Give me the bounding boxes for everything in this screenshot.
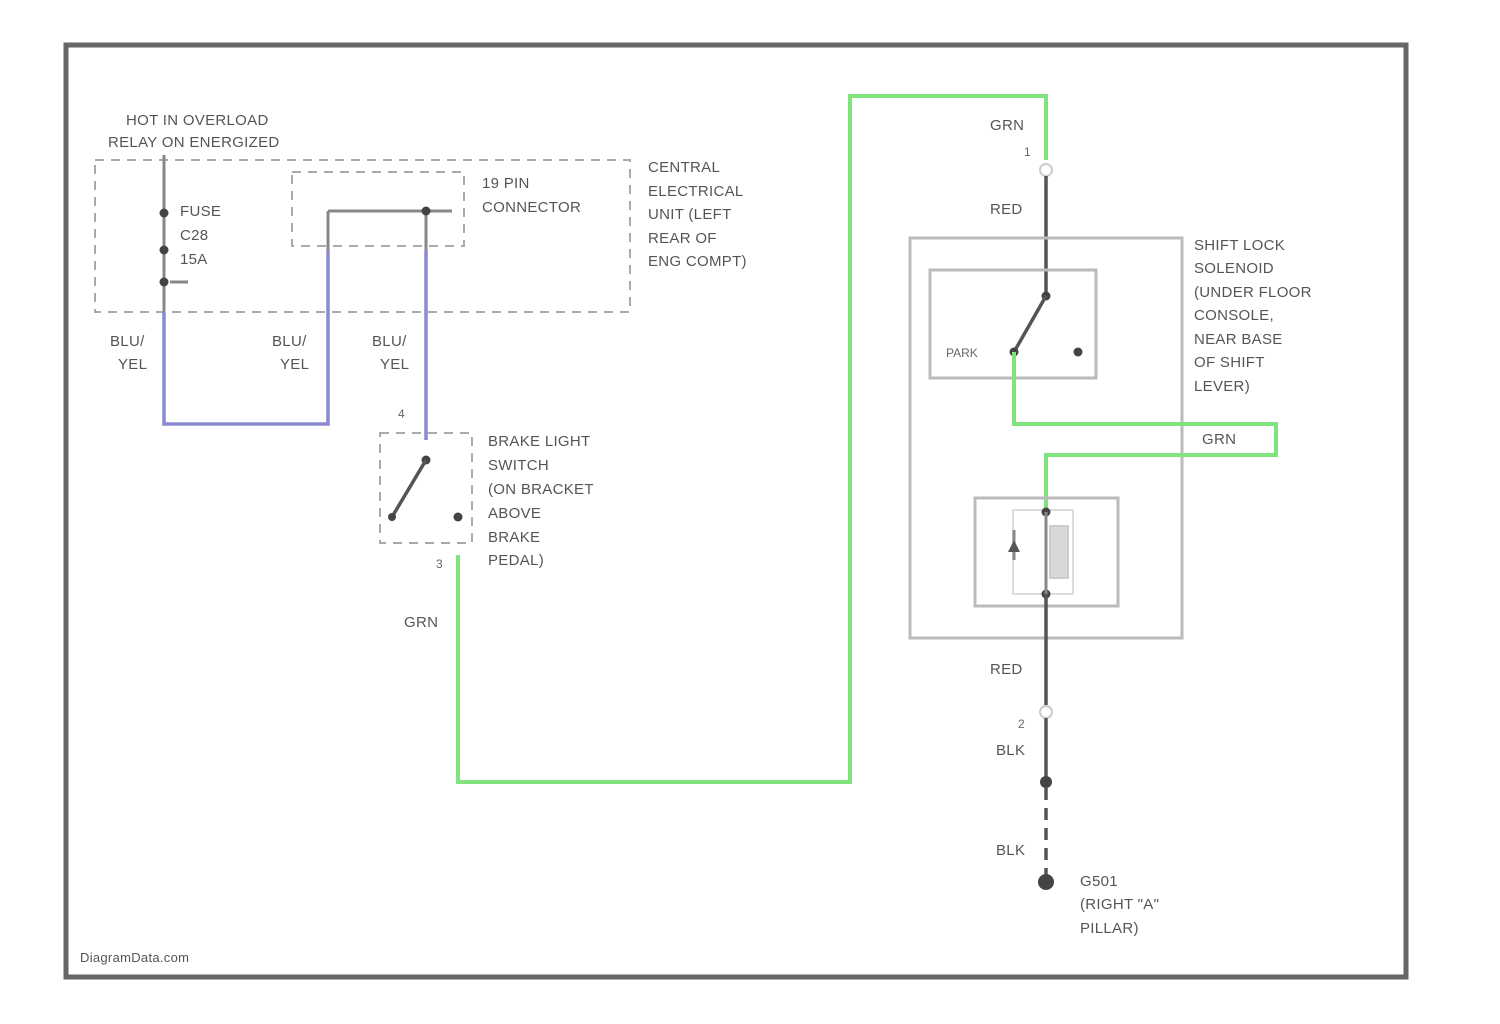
connector-box	[292, 172, 464, 246]
brake-switch-box	[380, 433, 472, 543]
brake-node-bottom	[454, 513, 463, 522]
blk-splice-node	[1040, 776, 1052, 788]
watermark-text: DiagramData.com	[80, 950, 189, 965]
wire-mid-label-1: BLU/	[272, 333, 307, 350]
shift-label-line6: OF SHIFT	[1194, 354, 1265, 371]
red-top-label: RED	[990, 201, 1023, 218]
fuse-node-2	[160, 246, 169, 255]
shift-label-line3: (UNDER FLOOR	[1194, 284, 1312, 301]
brake-pin-bottom: 3	[436, 557, 443, 571]
wire-right-label-2: YEL	[380, 356, 409, 373]
fuse-label-line1: FUSE	[180, 203, 221, 220]
hot-label-line1: HOT IN OVERLOAD	[126, 112, 269, 129]
grn-wire-internal	[1014, 352, 1276, 512]
shift-label-line4: CONSOLE,	[1194, 307, 1274, 324]
shift-label-line2: SOLENOID	[1194, 260, 1274, 277]
wire-left-label-2: YEL	[118, 356, 147, 373]
red-bottom-label: RED	[990, 661, 1023, 678]
park-label: PARK	[946, 346, 978, 360]
hot-label-line2: RELAY ON ENERGIZED	[108, 134, 280, 151]
shift-label-line1: SHIFT LOCK	[1194, 237, 1285, 254]
connector-pin-bottom	[1040, 706, 1052, 718]
brake-label-line4: ABOVE	[488, 505, 541, 522]
brake-node-contact	[388, 513, 396, 521]
connector-pin-top	[1040, 164, 1052, 176]
connector-label-line2: CONNECTOR	[482, 199, 581, 216]
ground-label-line2: (RIGHT "A"	[1080, 896, 1159, 913]
blk-label-2: BLK	[996, 842, 1025, 859]
pin-top-label: 1	[1024, 145, 1031, 159]
ground-label-line1: G501	[1080, 873, 1118, 890]
ceu-label-line5: ENG COMPT)	[648, 253, 747, 270]
brake-label-line5: BRAKE	[488, 529, 540, 546]
ceu-label-line1: CENTRAL	[648, 159, 720, 176]
fuse-label-line3: 15A	[180, 251, 208, 268]
connector-label-line1: 19 PIN	[482, 175, 530, 192]
grn-top-label: GRN	[990, 117, 1024, 134]
ceu-label-line2: ELECTRICAL	[648, 183, 744, 200]
brake-label-line1: BRAKE LIGHT	[488, 433, 591, 450]
wire-left-label-1: BLU/	[110, 333, 145, 350]
wire-mid-label-2: YEL	[280, 356, 309, 373]
park-switch-blade	[1014, 296, 1046, 352]
pin-bottom-label: 2	[1018, 717, 1025, 731]
fuse-node-1	[160, 209, 169, 218]
connector-node	[422, 207, 431, 216]
ceu-label-line3: UNIT (LEFT	[648, 206, 732, 223]
ground-label-line3: PILLAR)	[1080, 920, 1139, 937]
solenoid-coil	[1050, 526, 1068, 578]
brake-label-line3: (ON BRACKET	[488, 481, 594, 498]
ceu-label-line4: REAR OF	[648, 230, 717, 247]
brake-label-line2: SWITCH	[488, 457, 549, 474]
ground-icon	[1038, 874, 1054, 890]
solenoid-arrow-icon	[1008, 540, 1020, 552]
brake-pin-top: 4	[398, 407, 405, 421]
wire-right-label-1: BLU/	[372, 333, 407, 350]
shift-label-line7: LEVER)	[1194, 378, 1250, 395]
brake-label-line6: PEDAL)	[488, 552, 544, 569]
park-node-right	[1074, 348, 1083, 357]
fuse-node-3	[160, 278, 169, 287]
fuse-label-line2: C28	[180, 227, 208, 244]
brake-switch-blade	[392, 460, 426, 517]
shift-label-line5: NEAR BASE	[1194, 331, 1283, 348]
blk-label-1: BLK	[996, 742, 1025, 759]
grn-lower-label: GRN	[404, 614, 438, 631]
central-electrical-unit-box	[95, 160, 630, 312]
grn-mid-label: GRN	[1202, 431, 1236, 448]
